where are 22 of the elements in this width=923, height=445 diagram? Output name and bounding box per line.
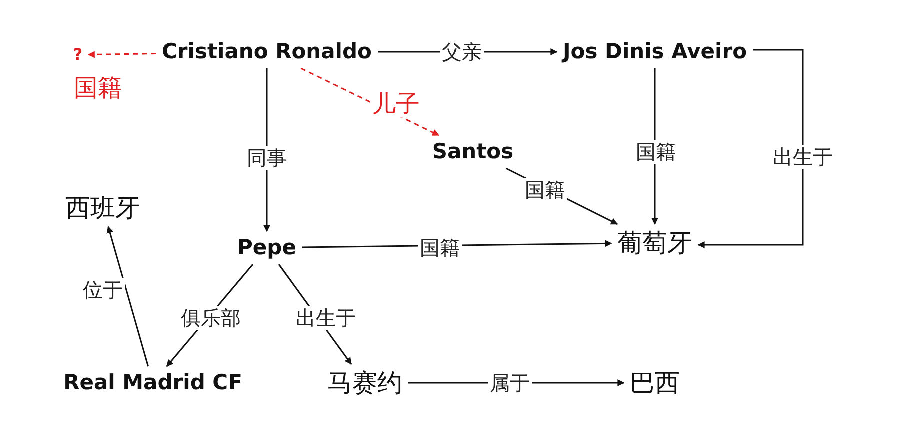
edge-label: 国籍 xyxy=(523,178,567,202)
edge-label: 出生于 xyxy=(771,145,835,169)
entity-label: 巴西 xyxy=(628,368,682,398)
edge-label: 属于 xyxy=(488,371,532,395)
edge-label: 位于 xyxy=(81,278,125,302)
edge-label: 出生于 xyxy=(294,306,358,330)
arrow xyxy=(88,51,156,58)
entity-label: Jos Dinis Aveiro xyxy=(560,39,750,65)
entity-label: 马赛约 xyxy=(326,368,404,398)
arrow xyxy=(106,226,150,367)
edge-label: 父亲 xyxy=(440,40,484,64)
edge-label: 国籍 xyxy=(418,236,462,260)
entity-label: Pepe xyxy=(236,235,298,261)
entity-label: 葡萄牙 xyxy=(616,228,694,258)
entity-label: Santos xyxy=(430,139,516,165)
arrow xyxy=(698,49,804,248)
entity-label: Cristiano Ronaldo xyxy=(160,39,374,65)
entity-label: ? xyxy=(71,45,85,65)
edge-label: 俱乐部 xyxy=(179,306,243,330)
edge-label: 儿子 xyxy=(370,90,422,118)
entity-label: 西班牙 xyxy=(64,193,142,223)
entity-label: Real Madrid CF xyxy=(62,370,244,396)
